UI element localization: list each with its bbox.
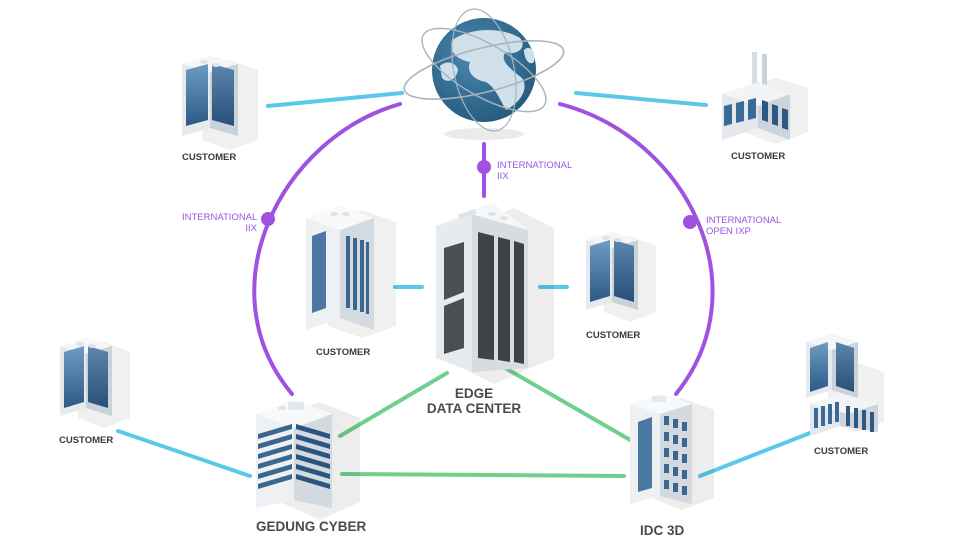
- office-building-icon: [806, 334, 884, 436]
- customer-label-top-left: CUSTOMER: [182, 152, 237, 163]
- office-building-icon: [630, 394, 714, 510]
- center-iix-line1: INTERNATIONAL: [497, 160, 573, 171]
- iix-node-left: [261, 212, 275, 226]
- link-edge-idc: [498, 363, 634, 443]
- customer-label-bottom-left: CUSTOMER: [59, 435, 114, 446]
- customer-label-mid-right: CUSTOMER: [586, 330, 641, 341]
- customer-label-top-right: CUSTOMER: [731, 151, 786, 162]
- office-building-icon: [586, 232, 656, 322]
- right-ixp-label: INTERNATIONAL OPEN IXP: [706, 215, 781, 237]
- gedung-cyber-label: GEDUNG CYBER: [256, 519, 367, 534]
- factory-icon: [722, 52, 808, 144]
- link-idc-customer-bottom-right: [698, 431, 812, 478]
- cyan-links: [116, 91, 812, 478]
- edge-label-line2: DATA CENTER: [426, 401, 522, 416]
- office-building-icon: [182, 56, 258, 150]
- globe-icon: [403, 8, 565, 140]
- left-iix-line1: INTERNATIONAL: [182, 212, 258, 223]
- office-building-icon: [306, 206, 396, 338]
- link-globe-customer-top-left: [266, 91, 404, 108]
- edge-label-line1: EDGE: [454, 386, 494, 401]
- edge-data-center-label: EDGE DATA CENTER: [404, 386, 544, 416]
- iix-node-center: [477, 160, 491, 174]
- link-gedung-idc: [340, 472, 626, 478]
- right-ixp-line2: OPEN IXP: [706, 226, 751, 237]
- link-gedung-customer-bottom-left: [116, 429, 252, 478]
- green-links: [338, 363, 634, 478]
- link-globe-idc: [558, 102, 715, 396]
- data-center-icon: [436, 202, 554, 384]
- customer-label-mid-left: CUSTOMER: [316, 347, 371, 358]
- idc-3d-label: IDC 3D: [640, 523, 685, 538]
- right-ixp-line1: INTERNATIONAL: [706, 215, 782, 226]
- link-edge-gedung: [338, 371, 449, 438]
- office-building-icon: [256, 400, 360, 520]
- office-building-icon: [60, 338, 130, 428]
- left-iix-line2: IIX: [245, 223, 257, 234]
- left-iix-label: INTERNATIONAL IIX: [182, 212, 257, 234]
- link-globe-customer-top-right: [574, 91, 708, 107]
- customer-label-bottom-right: CUSTOMER: [814, 446, 869, 457]
- ixp-node-right: [683, 215, 697, 229]
- center-iix-label: INTERNATIONAL IIX: [497, 160, 572, 182]
- center-iix-line2: IIX: [497, 171, 509, 182]
